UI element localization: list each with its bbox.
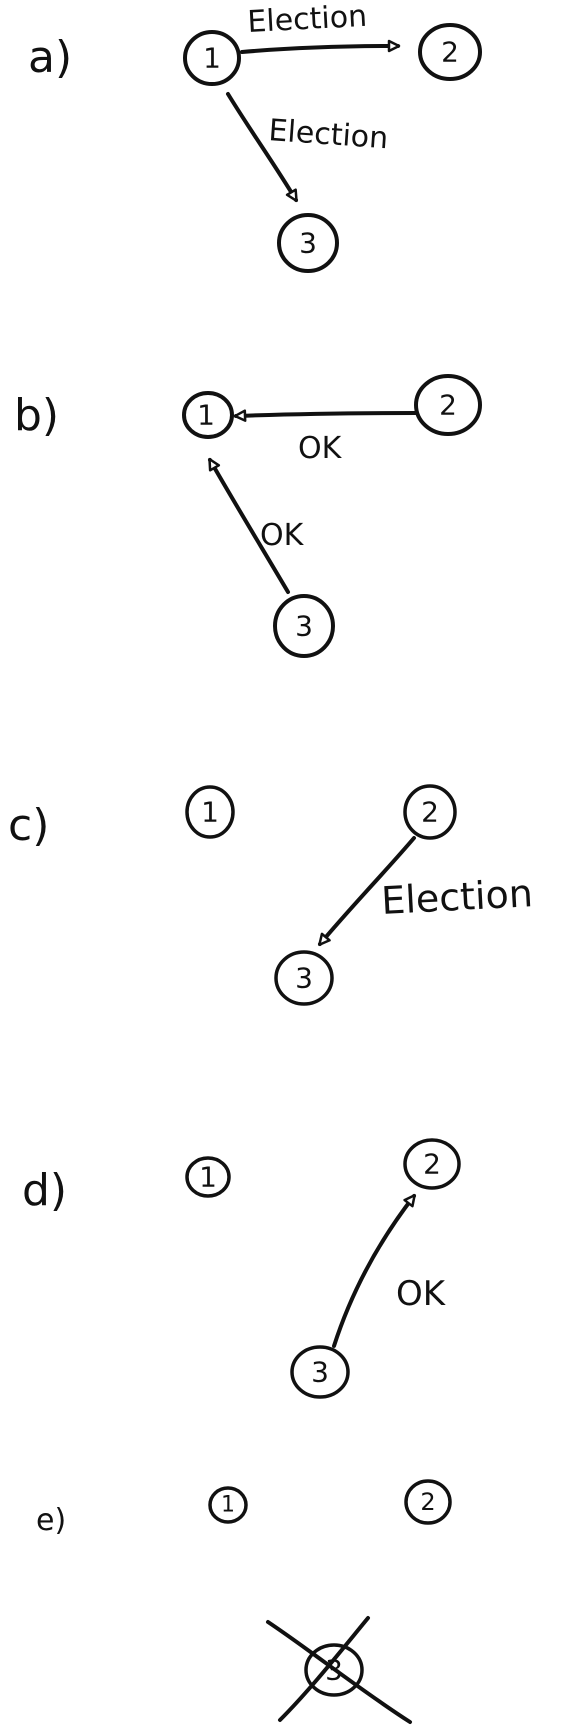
panel-label-c: c): [8, 800, 49, 851]
node-1-label: 1: [221, 1493, 235, 1518]
node-2-label: 2: [421, 796, 439, 829]
node-2-label: 2: [441, 36, 459, 69]
node-1-label: 1: [197, 399, 215, 432]
node-1: 1: [183, 30, 241, 86]
node-2: 2: [414, 374, 482, 436]
node-1: 1: [185, 1156, 231, 1198]
panel-label-b: b): [14, 390, 59, 441]
edge-label-2-to-3: Election: [380, 871, 534, 923]
panel-a: a) 1 2 3 Election Election: [28, 0, 482, 273]
node-2: 2: [403, 784, 457, 840]
cross-out-stroke-2: [278, 1616, 370, 1722]
cross-out-stroke-1: [266, 1620, 412, 1724]
node-1-label: 1: [203, 42, 221, 75]
node-3: 3: [277, 213, 339, 273]
node-3-crashed: 3: [266, 1616, 412, 1724]
edge-2-to-3: [318, 836, 416, 947]
node-3-label: 3: [295, 610, 313, 643]
edge-1-to-3: [226, 92, 298, 203]
node-3-label: 3: [311, 1356, 329, 1389]
edge-3-to-1: [208, 457, 290, 594]
edge-label-2-to-1: OK: [298, 431, 343, 466]
edge-label-1-to-3: Election: [267, 113, 389, 156]
panel-label-a: a): [28, 32, 72, 83]
edge-label-3-to-1: OK: [260, 518, 305, 553]
node-2: 2: [403, 1138, 461, 1190]
node-1: 1: [182, 391, 234, 439]
panel-d: d) 1 2 3 OK: [22, 1138, 461, 1399]
edge-1-to-2: [240, 39, 401, 54]
node-1: 1: [185, 785, 235, 839]
node-3: 3: [290, 1345, 350, 1399]
node-2: 2: [418, 23, 482, 81]
node-3: 3: [273, 594, 335, 658]
node-2: 2: [404, 1479, 452, 1525]
edge-2-to-1: [233, 409, 418, 422]
node-1-label: 1: [199, 1161, 217, 1194]
edge-3-to-2: [332, 1193, 416, 1348]
node-2-label: 2: [439, 389, 457, 422]
node-1-label: 1: [201, 796, 219, 829]
panel-label-d: d): [22, 1165, 67, 1216]
node-1: 1: [208, 1486, 248, 1524]
panel-c: c) 1 2 3 Election: [8, 784, 534, 1006]
edge-label-3-to-2: OK: [396, 1274, 447, 1314]
panel-b: b) 1 2 3 OK OK: [14, 374, 482, 658]
panel-e: e) 1 2 3: [36, 1479, 452, 1724]
node-3-label: 3: [299, 227, 317, 260]
node-2-label: 2: [423, 1148, 441, 1181]
edge-label-1-to-2: Election: [247, 0, 368, 40]
node-2-label: 2: [420, 1488, 435, 1516]
panel-label-e: e): [36, 1503, 66, 1538]
node-3-label: 3: [295, 962, 313, 995]
node-3: 3: [274, 950, 334, 1006]
